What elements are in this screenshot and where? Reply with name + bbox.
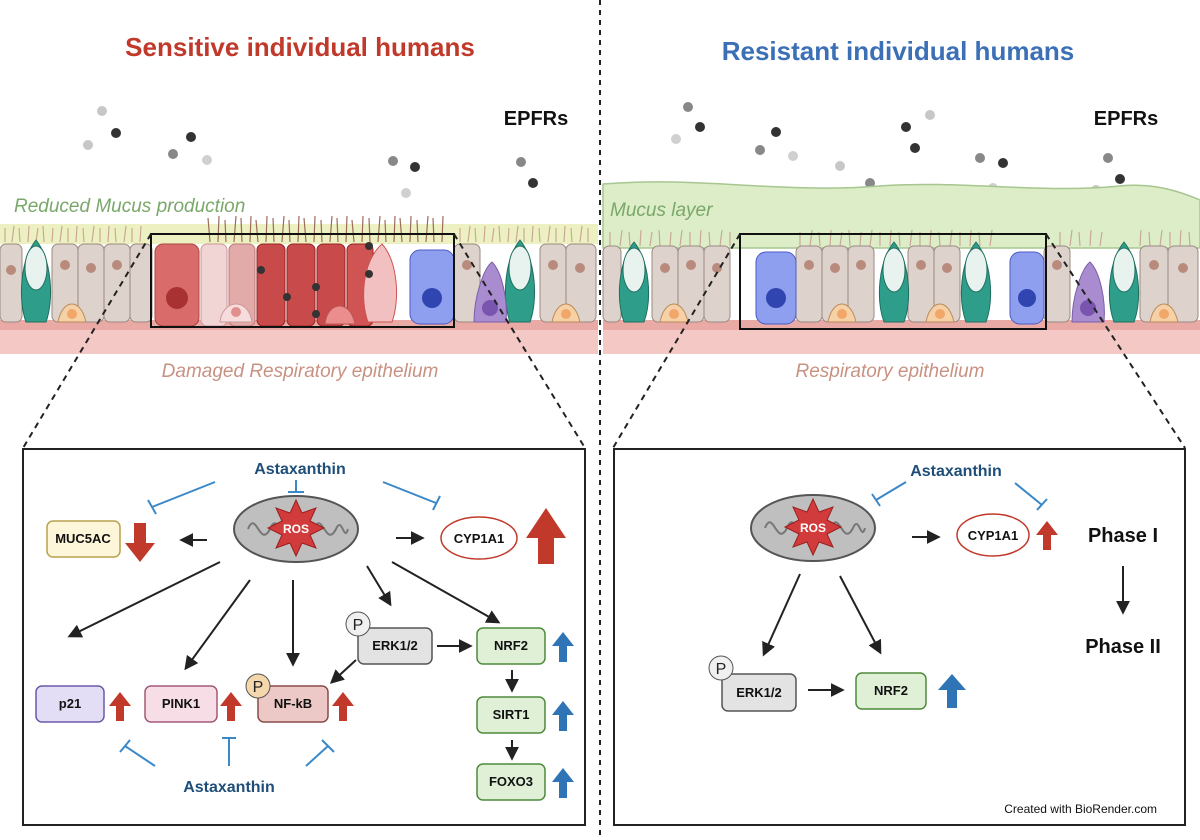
svg-text:NRF2: NRF2 bbox=[874, 683, 908, 698]
svg-text:ERK1/2: ERK1/2 bbox=[372, 638, 418, 653]
left-node-erk: ERK1/2 bbox=[357, 627, 433, 665]
svg-text:MUC5AC: MUC5AC bbox=[55, 531, 111, 546]
left-node-cyp1a1: CYP1A1 bbox=[440, 516, 518, 560]
left-epfrs-label: EPFRs bbox=[504, 108, 568, 130]
phase-ii-label: Phase II bbox=[1085, 636, 1161, 658]
left-change-arrows bbox=[109, 508, 574, 798]
nfkb-up-arrow bbox=[332, 692, 354, 721]
svg-text:P: P bbox=[353, 617, 364, 634]
left-mitochondrion bbox=[233, 495, 359, 563]
svg-text:ERK1/2: ERK1/2 bbox=[736, 685, 782, 700]
right-mitochondrion bbox=[750, 494, 876, 562]
svg-text:SIRT1: SIRT1 bbox=[493, 707, 530, 722]
svg-text:p21: p21 bbox=[59, 696, 81, 711]
left-title: Sensitive individual humans bbox=[125, 32, 475, 62]
svg-text:CYP1A1: CYP1A1 bbox=[968, 528, 1019, 543]
svg-text:FOXO3: FOXO3 bbox=[489, 774, 533, 789]
right-epfrs-label: EPFRs bbox=[1094, 108, 1158, 130]
svg-text:P: P bbox=[253, 679, 264, 696]
sirt1-up-arrow bbox=[552, 701, 574, 731]
right-node-nrf2: NRF2 bbox=[855, 672, 927, 710]
svg-text:NF-kB: NF-kB bbox=[274, 696, 312, 711]
left-erk-phospho: P bbox=[345, 611, 371, 637]
svg-text:CYP1A1: CYP1A1 bbox=[454, 531, 505, 546]
left-epfr-particles bbox=[83, 106, 538, 198]
pink1-up-arrow bbox=[220, 692, 242, 721]
muc5ac-down-arrow bbox=[125, 523, 155, 562]
right-title: Resistant individual humans bbox=[722, 36, 1075, 66]
right-epfr-particles bbox=[671, 102, 1125, 197]
phase-i-label: Phase I bbox=[1088, 525, 1158, 547]
left-node-muc5ac: MUC5AC bbox=[46, 520, 121, 558]
right-change-arrows bbox=[938, 521, 1058, 708]
left-node-nrf2: NRF2 bbox=[476, 627, 546, 665]
right-astaxanthin: Astaxanthin bbox=[910, 463, 1002, 480]
right-mucus-label: Mucus layer bbox=[610, 200, 713, 221]
left-inhibition-top bbox=[147, 480, 441, 515]
right-epithelium-label: Respiratory epithelium bbox=[795, 361, 984, 382]
svg-text:NRF2: NRF2 bbox=[494, 638, 528, 653]
right-ros-label: ROS bbox=[800, 521, 826, 535]
foxo3-up-arrow bbox=[552, 768, 574, 798]
right-inhibition bbox=[871, 481, 1048, 511]
left-astaxanthin-top: Astaxanthin bbox=[254, 461, 346, 478]
left-arrows bbox=[67, 531, 519, 761]
left-node-sirt1: SIRT1 bbox=[476, 696, 546, 734]
left-inhibition-bottom bbox=[119, 737, 335, 767]
zoom-lines bbox=[22, 233, 1186, 449]
left-node-foxo3: FOXO3 bbox=[476, 763, 546, 801]
p21-up-arrow bbox=[109, 692, 131, 721]
right-detail-box bbox=[613, 448, 1186, 826]
right-cyp1a1-up-arrow bbox=[1036, 521, 1058, 550]
left-nfkb-phospho: P bbox=[245, 673, 271, 699]
left-node-nfkb: NF-kB bbox=[257, 685, 329, 723]
svg-text:PINK1: PINK1 bbox=[162, 696, 200, 711]
left-epithelium-label: Damaged Respiratory epithelium bbox=[162, 361, 439, 382]
left-mucus-label: Reduced Mucus production bbox=[14, 196, 245, 217]
left-ros-label: ROS bbox=[283, 522, 309, 536]
left-epithelium bbox=[0, 215, 598, 354]
left-node-p21: p21 bbox=[35, 685, 105, 723]
nrf2-up-arrow bbox=[552, 632, 574, 662]
left-astaxanthin-bottom: Astaxanthin bbox=[183, 779, 275, 796]
svg-text:P: P bbox=[716, 661, 727, 678]
right-goblet-cells bbox=[618, 241, 1140, 323]
left-node-pink1: PINK1 bbox=[144, 685, 218, 723]
right-node-cyp1a1: CYP1A1 bbox=[956, 513, 1030, 557]
biorender-credit: Created with BioRender.com bbox=[1004, 802, 1157, 816]
right-epithelium bbox=[602, 181, 1200, 354]
right-arrows bbox=[762, 530, 1130, 697]
right-erk-phospho: P bbox=[708, 655, 734, 681]
right-nrf2-up-arrow bbox=[938, 674, 966, 708]
right-node-erk: ERK1/2 bbox=[721, 673, 797, 712]
cyp1a1-up-arrow bbox=[526, 508, 566, 564]
